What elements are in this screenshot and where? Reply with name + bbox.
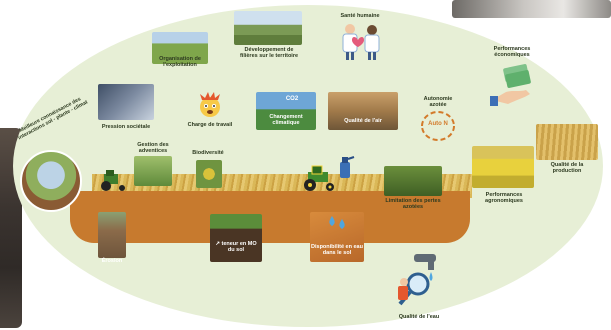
- label-teneur-mo: ↗ teneur en MO du sol: [215, 241, 257, 254]
- cycle-arrows-icon: [421, 111, 455, 141]
- label-developpement-filieres: Développement de filières sur le territo…: [239, 47, 299, 60]
- money-hand-icon: [490, 64, 531, 106]
- tractor-center-icon: [304, 165, 334, 191]
- label-gestion-adventices: Gestion des adventices: [137, 142, 169, 155]
- label-disponibilite-eau: Disponibilité en eau dans le sol: [311, 244, 363, 257]
- water-tap-magnifier-icon: [398, 254, 436, 306]
- soil-plant-climate-circle: [20, 150, 82, 212]
- label-erosion: Érosion: [101, 258, 123, 264]
- label-changement-climatique: Changement climatique: [269, 114, 303, 127]
- photo-developpement-filieres: [234, 11, 302, 45]
- photo-gestion-adventices: [134, 156, 172, 186]
- label-organisation: Organisation de l'exploitation: [159, 56, 201, 69]
- label-qualite-air: Qualité de l'air: [344, 118, 382, 124]
- sprayer-icon: [340, 156, 355, 178]
- label-autonomie-azotee: Autonomie azotée: [423, 96, 453, 109]
- exploding-head-icon: [200, 92, 220, 117]
- corner-photo-top-right: [452, 0, 611, 18]
- tractor-left-icon: [101, 170, 125, 191]
- label-pression-societale: Pression sociétale: [101, 124, 151, 130]
- soil-band: [70, 191, 470, 243]
- photo-disponibilite-eau: [310, 212, 364, 262]
- doctors-icon: [342, 24, 380, 60]
- photo-limitation-pertes: [384, 166, 442, 196]
- photo-organisation: [152, 32, 208, 64]
- label-charge-travail: Charge de travail: [187, 122, 233, 128]
- photo-teneur-mo: [210, 214, 262, 262]
- label-performances-economiques: Performances économiques: [493, 46, 531, 59]
- label-auto-n: Auto N: [428, 121, 448, 127]
- photo-pression-societale: [98, 84, 154, 120]
- label-qualite-eau: Qualité de l'eau: [398, 314, 440, 320]
- label-qualite-production: Qualité de la production: [550, 162, 584, 175]
- photo-performances-agronomiques: [472, 146, 534, 188]
- label-performances-agronomiques: Performances agronomiques: [485, 192, 523, 205]
- label-biodiversite: Biodiversité: [192, 150, 224, 156]
- photo-erosion: [98, 212, 126, 258]
- photo-qualite-production: [536, 124, 598, 160]
- photo-changement-climatique: [256, 92, 316, 130]
- label-sante-humaine: Santé humaine: [340, 13, 380, 19]
- photo-biodiversite: [196, 160, 222, 188]
- label-co2: CO2: [285, 96, 299, 102]
- photo-qualite-air: [328, 92, 398, 130]
- water-drops-icon: [329, 216, 345, 229]
- label-limitation-pertes: Limitation des pertes azotées: [385, 198, 441, 211]
